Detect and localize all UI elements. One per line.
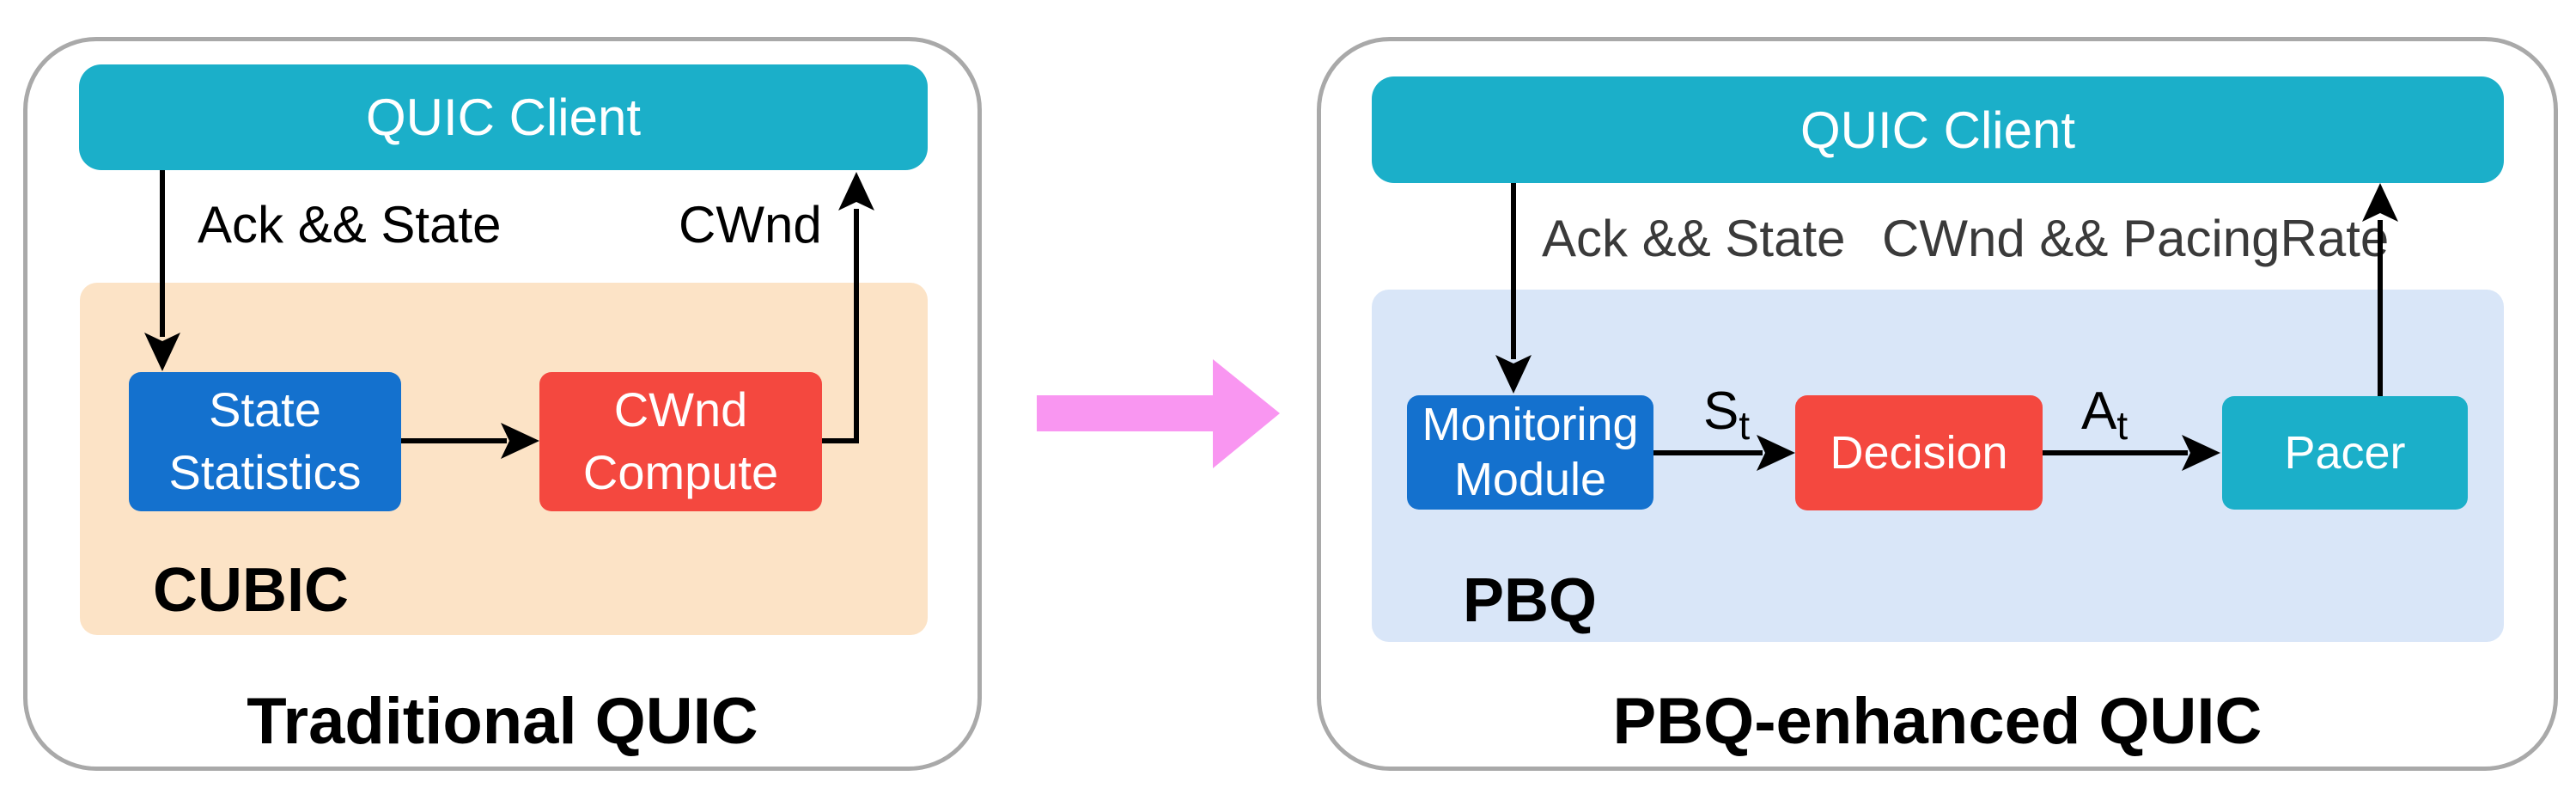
- ack-state-label-left: Ack && State: [198, 196, 502, 254]
- cwnd-label-left: CWnd: [679, 196, 822, 254]
- state-statistics-box: State Statistics: [129, 372, 401, 511]
- quic-client-label-right: QUIC Client: [1800, 101, 2076, 159]
- cwnd-compute-label: CWnd Compute: [582, 382, 779, 499]
- transition-arrow: [1037, 359, 1280, 468]
- state-signal-label: St: [1703, 382, 1751, 448]
- quic-client-label-left: QUIC Client: [365, 89, 642, 146]
- quic-client-bar-left: QUIC Client: [79, 64, 928, 170]
- cubic-label: CUBIC: [153, 556, 349, 625]
- monitoring-module-box: Monitoring Module: [1407, 395, 1653, 510]
- ack-state-label-right: Ack && State: [1542, 210, 1846, 267]
- pbq-enhanced-quic-title: PBQ-enhanced QUIC: [1612, 685, 2262, 758]
- monitoring-module-label: Monitoring Module: [1422, 398, 1639, 505]
- cwnd-pacingrate-label: CWnd && PacingRate: [1882, 210, 2390, 267]
- state-statistics-label: State Statistics: [168, 382, 362, 499]
- quic-client-bar-right: QUIC Client: [1372, 76, 2504, 183]
- traditional-quic-title: Traditional QUIC: [247, 685, 758, 758]
- action-signal-label: At: [2081, 382, 2128, 448]
- cwnd-compute-box: CWnd Compute: [539, 372, 822, 511]
- pacer-label: Pacer: [2284, 427, 2406, 479]
- pbq-label: PBQ: [1463, 566, 1598, 635]
- decision-label: Decision: [1830, 427, 2008, 479]
- decision-box: Decision: [1795, 395, 2043, 510]
- pacer-box: Pacer: [2222, 396, 2468, 510]
